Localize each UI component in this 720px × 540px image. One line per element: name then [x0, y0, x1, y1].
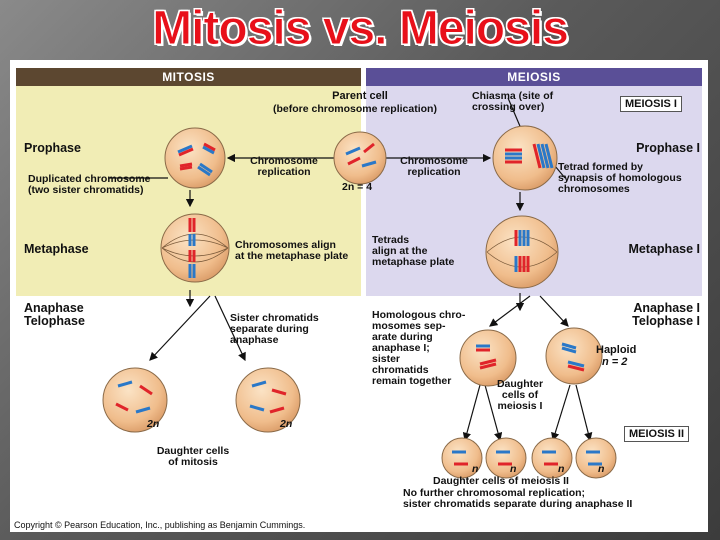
replication-left-label: Chromosome replication — [250, 155, 318, 178]
sister-separate-label: Sister chromatids separate during anapha… — [230, 312, 319, 346]
ploidy-n-3: n — [558, 463, 565, 475]
no-further-replication-label: No further chromosomal replication; sist… — [403, 487, 633, 510]
tetrad-formed-label: Tetrad formed by synapsis of homologous … — [558, 161, 682, 195]
mitosis-metaphase-cell — [160, 213, 230, 283]
align-metaphase-label: Chromosomes align at the metaphase plate — [235, 239, 349, 262]
mitosis-daughter-cells — [102, 367, 301, 433]
ploidy-2n-right: 2n — [280, 418, 293, 430]
tetrads-align-label: Tetrads align at the metaphase plate — [372, 234, 455, 268]
parent-cell-sublabel: (before chromosome replication) — [273, 103, 437, 115]
phase-anaphase-telophase: Anaphase Telophase — [24, 301, 85, 328]
meiosis-2-daughter-cells — [441, 437, 617, 479]
daughter-meiosis-1-label: Daughter cells of meiosis I — [496, 378, 544, 412]
phase-prophase-1: Prophase I — [636, 141, 700, 155]
meiosis-2-label: MEIOSIS II — [624, 426, 690, 442]
daughter-meiosis-2-label: Daughter cells of meiosis II — [433, 475, 569, 487]
chiasma-label: Chiasma (site of crossing over) — [472, 90, 554, 113]
phase-anaphase-telophase-1: Anaphase I Telophase I — [632, 301, 700, 328]
meiosis-1-label: MEIOSIS I — [620, 96, 682, 112]
phase-prophase: Prophase — [24, 141, 81, 155]
haploid-label: Haploid — [596, 344, 637, 356]
ploidy-2n-left: 2n — [147, 418, 160, 430]
mitosis-header: MITOSIS — [16, 68, 361, 86]
parent-cell-label: Parent cell — [332, 90, 388, 102]
mitosis-prophase-cell — [164, 127, 226, 189]
parent-cell — [333, 131, 387, 185]
phase-metaphase-1: Metaphase I — [628, 242, 700, 256]
ploidy-n-1: n — [472, 463, 479, 475]
diagram-panel: MITOSIS MEIOSIS — [10, 60, 708, 532]
diagram-drawing — [102, 97, 617, 479]
duplicated-chromosome-label: Duplicated chromosome (two sister chroma… — [28, 173, 151, 196]
phase-metaphase: Metaphase — [24, 242, 89, 256]
meiosis-1-daughter-cells — [459, 327, 603, 387]
ploidy-2n-4: 2n = 4 — [342, 181, 373, 193]
ploidy-n-2: n = 2 — [602, 356, 628, 368]
arrows — [108, 97, 593, 442]
daughter-mitosis-label: Daughter cells of mitosis — [156, 445, 230, 468]
ploidy-n-4: n — [598, 463, 605, 475]
meiosis-prophase-cell — [492, 125, 558, 191]
meiosis-header: MEIOSIS — [366, 68, 702, 86]
copyright: Copyright © Pearson Education, Inc., pub… — [14, 520, 306, 530]
page-title: Mitosis vs. Meiosis — [152, 2, 570, 56]
ploidy-n-2-cell: n — [510, 463, 517, 475]
meiosis-metaphase-cell — [485, 215, 559, 289]
homologous-separate-label: Homologous chro- mosomes sep- arate duri… — [372, 309, 466, 387]
replication-right-label: Chromosome replication — [400, 155, 468, 178]
